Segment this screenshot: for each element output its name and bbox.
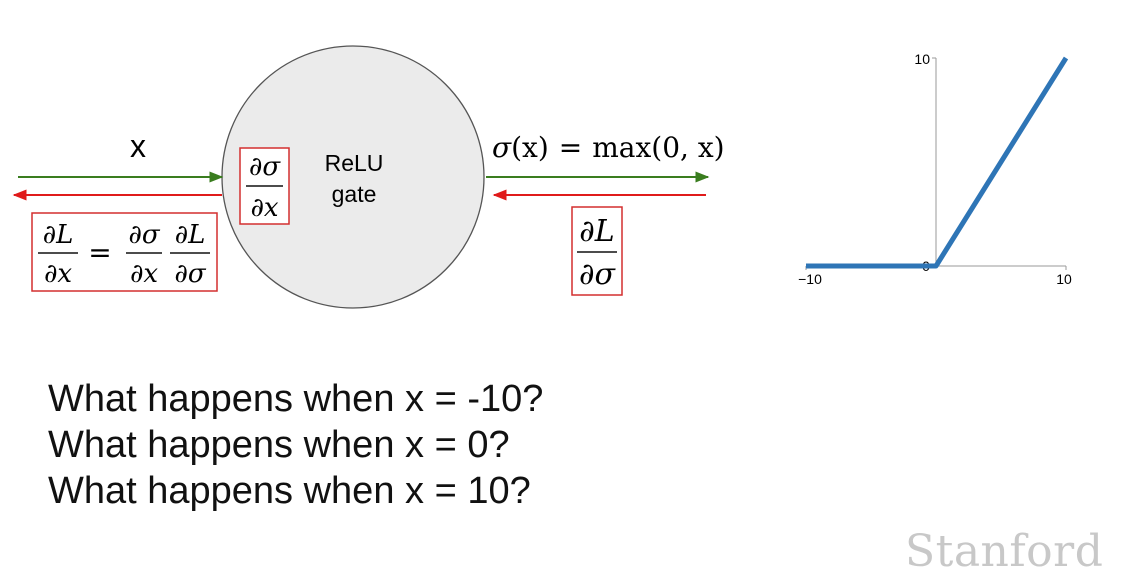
gate-name-line2: gate <box>332 181 377 207</box>
downstream-term2-numerator: ∂L <box>175 220 206 250</box>
question-x-neg10: What happens when x = -10? <box>48 378 544 420</box>
downstream-gradient-box <box>31 212 218 292</box>
downstream-term1-numerator: ∂σ <box>128 220 160 250</box>
questions-block: What happens when x = -10? What happens … <box>48 376 543 514</box>
upstream-gradient-numerator: ∂L <box>579 214 614 249</box>
local-gradient-numerator: ∂σ <box>249 152 281 182</box>
question-x-0: What happens when x = 0? <box>48 424 510 466</box>
input-label: x <box>130 128 146 164</box>
downstream-lhs-denominator: ∂x <box>44 259 72 289</box>
relu-series-line <box>806 56 1069 269</box>
downstream-lhs-numerator: ∂L <box>43 220 74 250</box>
plot-tick-x-min: −10 <box>798 271 822 287</box>
function-label: σ(x)=max(0, x) <box>492 131 725 164</box>
plot-tick-y-max: 10 <box>914 51 930 67</box>
relu-plot: −10 10 10 0 <box>798 51 1072 287</box>
downstream-term2-denominator: ∂σ <box>174 259 206 289</box>
upstream-gradient-denominator: ∂σ <box>579 257 617 292</box>
downstream-term1-denominator: ∂x <box>130 259 158 289</box>
downstream-equals: = <box>88 236 111 269</box>
plot-tick-x-max: 10 <box>1056 271 1072 287</box>
local-gradient-denominator: ∂x <box>250 193 278 223</box>
stanford-logo: Stanford <box>905 526 1104 577</box>
question-x-10: What happens when x = 10? <box>48 470 531 512</box>
upstream-gradient-box <box>571 206 623 296</box>
gate-name-line1: ReLU <box>325 150 384 176</box>
